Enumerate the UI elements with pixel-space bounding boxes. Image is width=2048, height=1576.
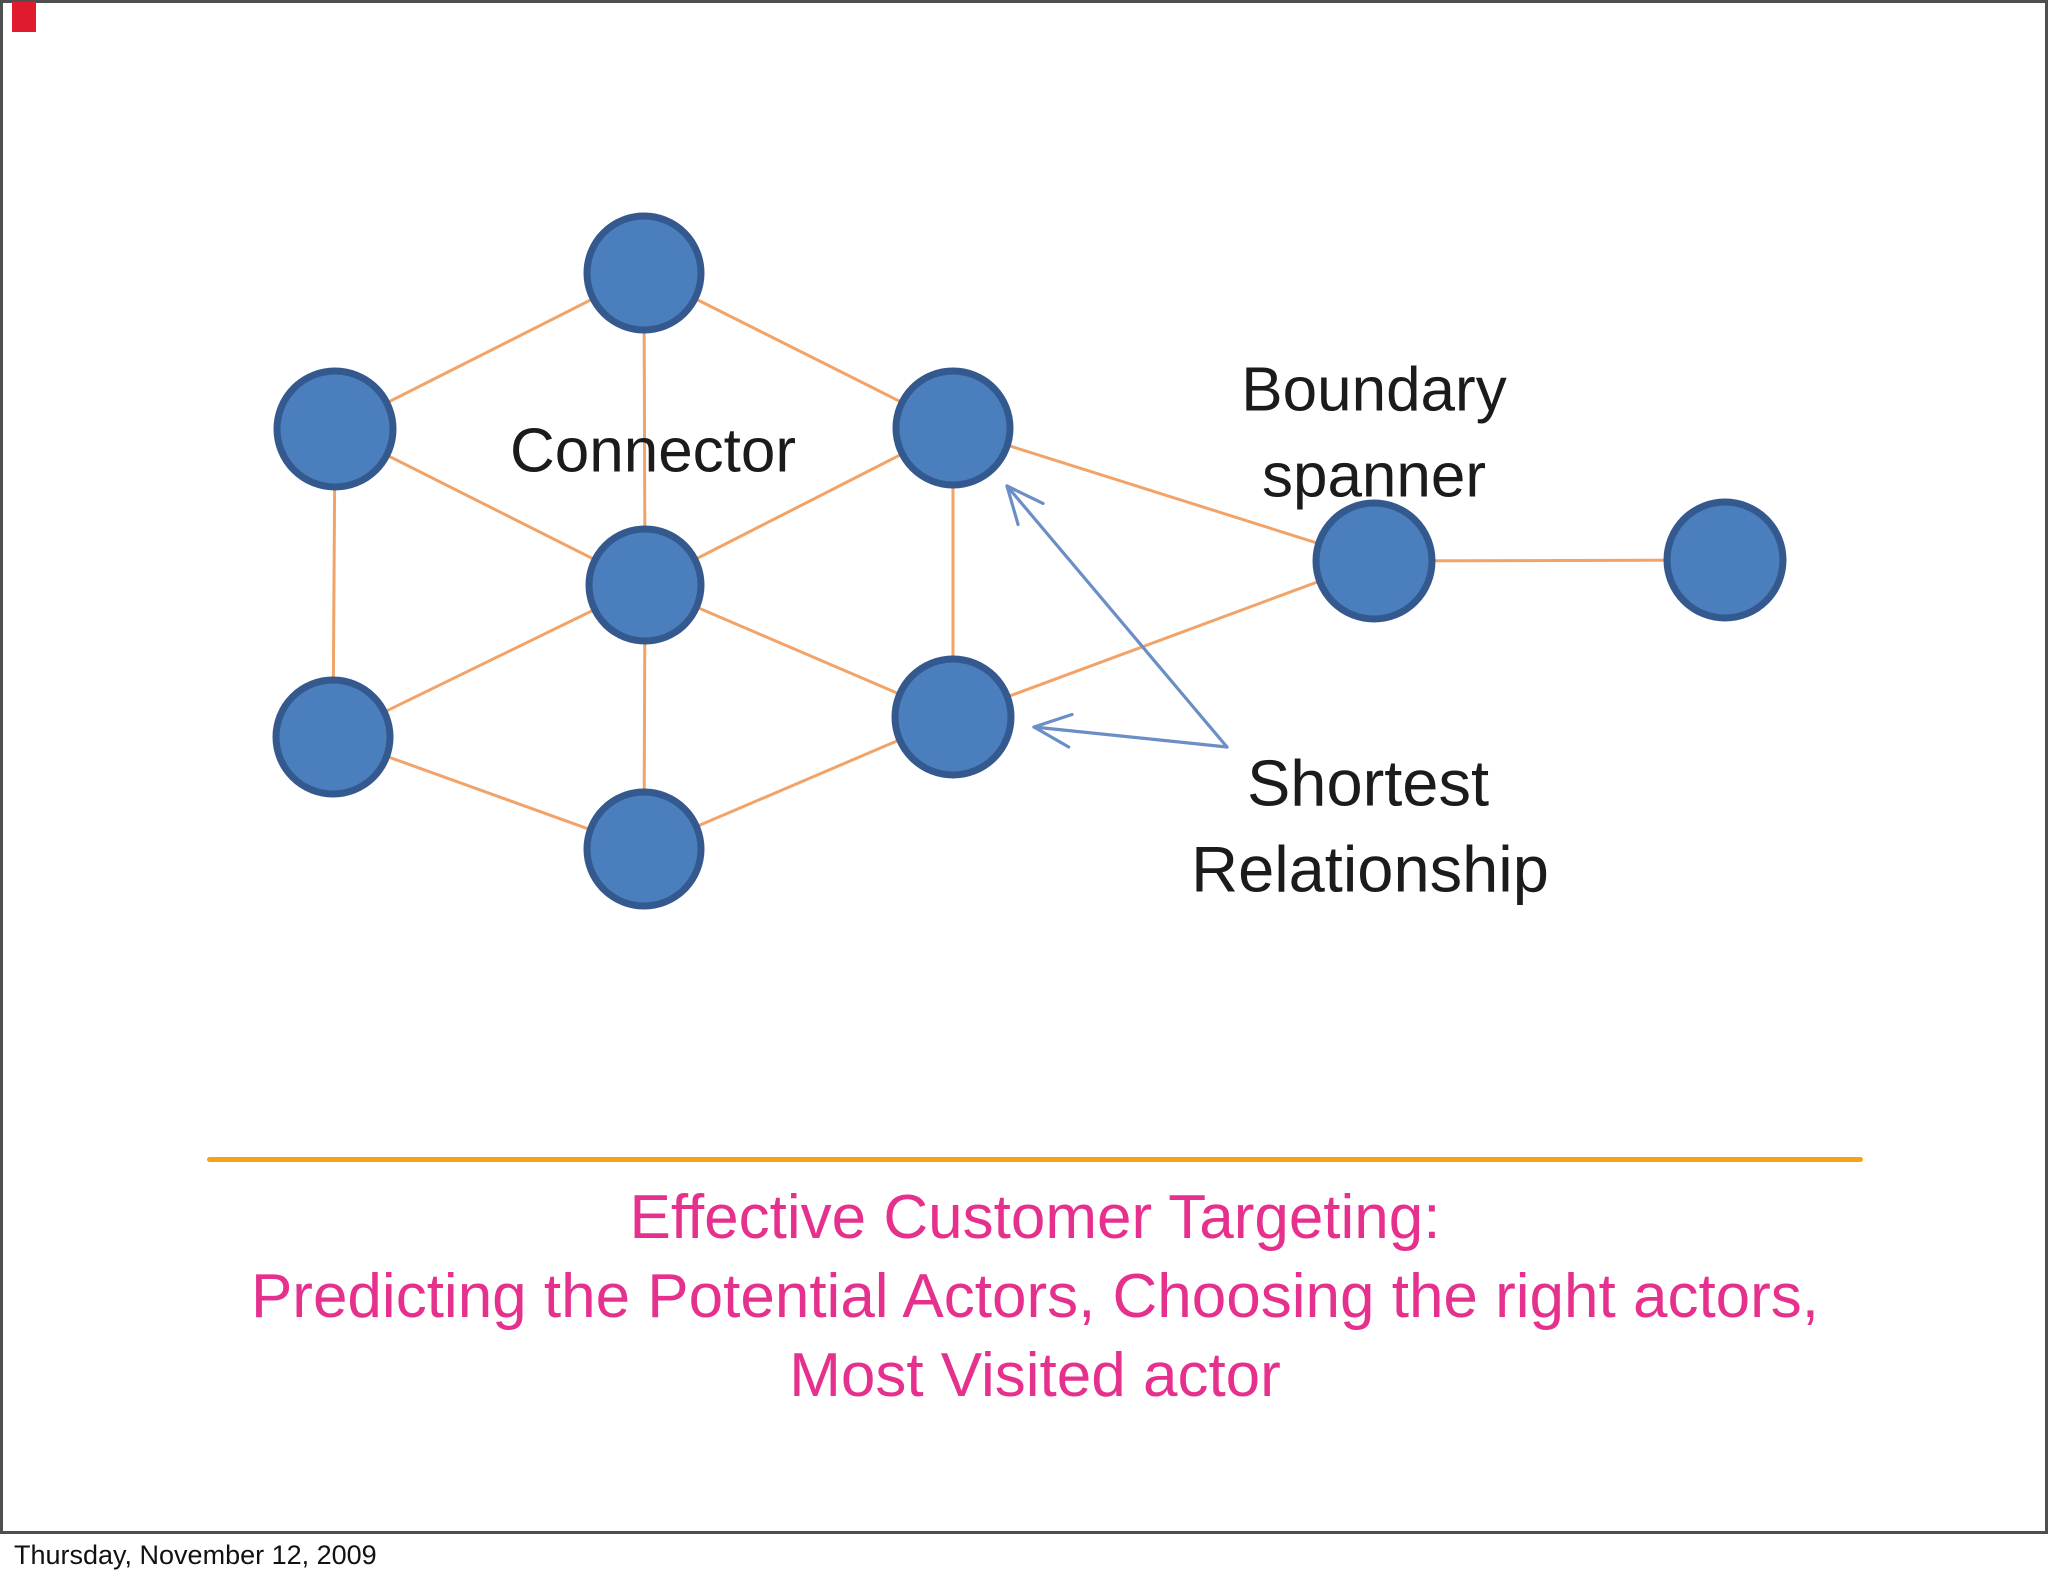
callout-arrowhead-2-2 [1032,725,1071,749]
network-node-left-lower [272,676,394,798]
diagram-label-connector: Connector [510,417,796,486]
slide-title: Effective Customer Targeting: Predicting… [207,1178,1863,1415]
network-node-far-right [1663,498,1787,622]
orange-divider-line [207,1157,1863,1162]
network-node-top [583,212,705,334]
diagram-label-boundary: Boundary [1241,356,1506,425]
callout-arrowhead-2-1 [1032,712,1074,729]
network-node-lower-right [891,655,1015,779]
network-node-center [585,525,705,645]
network-diagram-svg: Connector Boundary spannerShortestRelation… [272,212,1787,910]
title-line-2: Predicting the Potential Actors, Choosin… [250,1262,1820,1331]
callout-arrow-line-2 [1032,725,1229,749]
title-line-1: Effective Customer Targeting: [629,1183,1441,1252]
title-line-3: Most Visited actor [789,1341,1281,1410]
network-node-bottom [583,788,705,910]
network-node-left-upper [273,367,397,491]
edge-upper-right-boundary-spanner [952,426,1375,563]
network-node-boundary-spanner [1312,499,1436,623]
network-node-upper-right [892,367,1014,489]
edge-lower-right-boundary-spanner [952,559,1375,719]
diagram-label-spanner: spanner [1262,442,1486,511]
callout-arrowhead-1-1 [1005,484,1045,506]
callout-arrow-line-1 [1005,484,1229,749]
diagram-label-relationship: Relationship [1191,833,1549,906]
red-corner-mark [12,2,36,32]
callout-arrowhead-1-2 [1005,484,1020,527]
date-caption: Thursday, November 12, 2009 [14,1540,377,1570]
diagram-label-shortest: Shortest [1247,747,1489,820]
